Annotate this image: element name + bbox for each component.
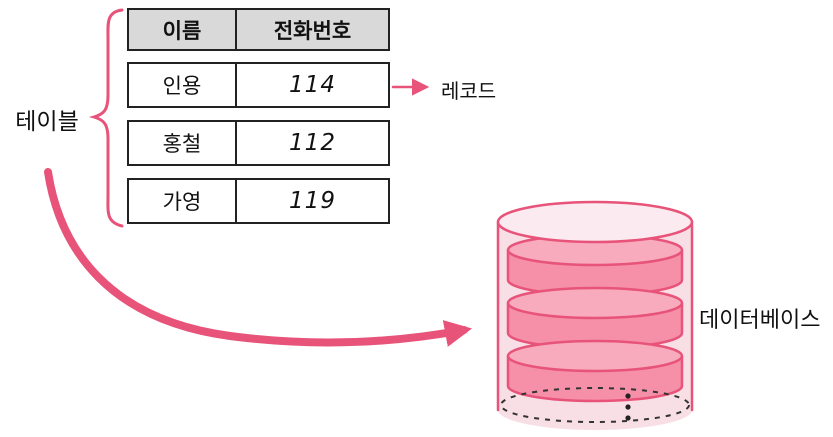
dot-2 <box>625 404 631 410</box>
cell-phone: 112 <box>289 130 336 156</box>
ellipsis-dots <box>625 393 631 421</box>
table-row: 가영 119 <box>127 178 390 224</box>
table-header-row: 이름 전화번호 <box>127 8 390 51</box>
cell-phone: 114 <box>289 72 336 98</box>
dot-1 <box>625 393 631 399</box>
cell-name: 홍철 <box>129 122 237 164</box>
table-brace <box>88 8 124 228</box>
table-row: 홍철 112 <box>127 120 390 166</box>
disk-3 <box>506 339 684 403</box>
record-label: 레코드 <box>441 79 497 103</box>
cylinder-top <box>496 200 694 244</box>
table-label: 테이블 <box>15 109 79 135</box>
database-label: 데이터베이스 <box>699 308 821 333</box>
dot-3 <box>625 415 631 421</box>
table-header-phone: 전화번호 <box>273 18 352 43</box>
disk-2-top <box>506 286 684 320</box>
cell-name: 가영 <box>129 180 237 222</box>
disk-1 <box>506 233 684 297</box>
cylinder-bottom-dashed <box>500 387 690 423</box>
table-header-name: 이름 <box>129 10 237 49</box>
table-row: 인용 114 <box>127 62 390 108</box>
cell-name: 인용 <box>129 64 237 106</box>
table-to-database-arrow <box>44 168 473 347</box>
cell-phone: 119 <box>289 188 336 214</box>
disk-2 <box>506 286 684 350</box>
database-cylinder <box>496 200 694 430</box>
disk-3-top <box>506 339 684 373</box>
disk-3-outline <box>506 356 684 403</box>
